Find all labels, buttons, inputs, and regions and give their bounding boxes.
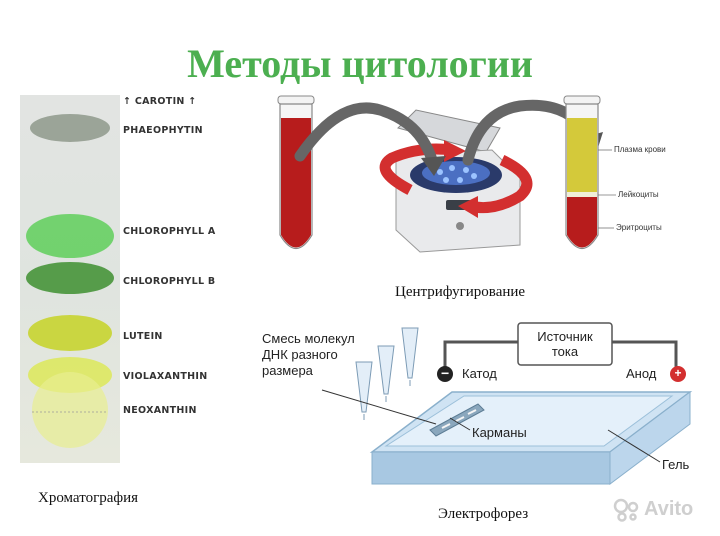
leukocytes-label: Лейкоциты [618, 190, 659, 199]
cathode-label: Катод [462, 366, 497, 381]
band-phaeophytin [30, 114, 110, 142]
avito-logo-icon [613, 498, 639, 522]
band-lutein [28, 315, 112, 351]
anode-terminal [670, 366, 686, 382]
chromatography-caption: Хроматография [38, 490, 139, 506]
blood-tube-right [563, 95, 601, 250]
band-chlorophyll-b [26, 262, 114, 294]
avito-wordmark: Avito [644, 498, 694, 520]
minus-sign: − [441, 365, 450, 381]
cathode-terminal [437, 366, 453, 382]
dna-mixture-label: Смесь молекул ДНК разного размера [262, 331, 355, 378]
pigment-label: NEOXANTHIN [123, 405, 197, 416]
band-neoxanthin [32, 372, 108, 448]
pigment-label: PHAEOPHYTIN [123, 125, 203, 136]
pigment-label: CHLOROPHYLL B [123, 276, 216, 287]
pigment-label: CHLOROPHYLL A [123, 226, 216, 237]
centrifugation-caption: Центрифугирование [395, 284, 526, 300]
pockets-label: Карманы [472, 425, 527, 440]
dna-sample-tubes [355, 327, 419, 413]
page-title: Методы цитологии [187, 41, 533, 86]
pigment-label: VIOLAXANTHIN [123, 371, 208, 382]
avito-watermark: Avito [612, 497, 712, 523]
pigment-label: LUTEIN [123, 331, 163, 342]
electrophoresis-caption: Электрофорез [438, 506, 529, 522]
power-source-label: Источник тока [537, 329, 593, 359]
gel-label: Гель [662, 457, 690, 472]
band-chlorophyll-a [26, 214, 114, 258]
anode-label: Анод [626, 366, 657, 381]
power-source-box [517, 322, 613, 366]
erythrocytes-label: Эритроциты [616, 223, 662, 232]
plasma-label: Плазма крови [614, 145, 666, 154]
plus-sign: + [674, 366, 682, 380]
pigment-label: ↑ CAROTIN ↑ [123, 96, 197, 107]
